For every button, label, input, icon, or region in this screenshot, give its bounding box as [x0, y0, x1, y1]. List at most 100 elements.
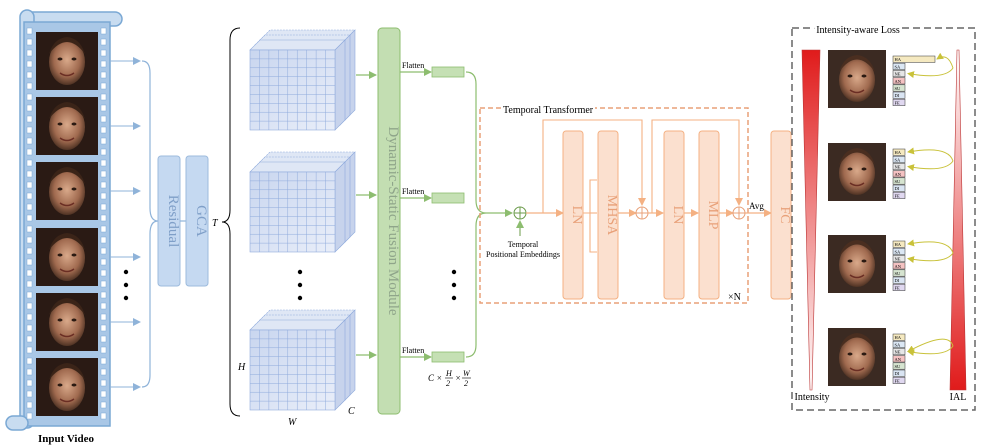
sprocket-hole — [100, 60, 107, 68]
sprocket-hole — [26, 60, 33, 68]
class-label: AN — [895, 172, 902, 177]
class-bar — [892, 184, 906, 192]
flatten-label: Flatten — [402, 346, 424, 355]
sprocket-hole — [26, 324, 33, 332]
sprocket-hole — [100, 247, 107, 255]
sprocket-hole — [26, 203, 33, 211]
sprocket-hole — [26, 93, 33, 101]
intensity-wedge — [801, 49, 821, 391]
sprocket-hole — [26, 302, 33, 310]
sprocket-hole — [100, 181, 107, 189]
class-label: FE — [895, 193, 901, 198]
sprocket-hole — [26, 247, 33, 255]
sprocket-hole — [100, 27, 107, 35]
class-bar — [892, 369, 906, 377]
class-label: DI — [895, 371, 900, 376]
sprocket-hole — [26, 159, 33, 167]
sprocket-hole — [26, 115, 33, 123]
class-label: AN — [895, 357, 902, 362]
intensity-loss-frame — [791, 27, 976, 411]
sprocket-holes — [26, 27, 107, 420]
video-frame — [36, 228, 98, 286]
sprocket-hole — [26, 104, 33, 112]
input-video-label: Input Video — [38, 433, 94, 445]
skip-connection-1 — [542, 119, 646, 213]
ln2-label: LN — [670, 206, 685, 225]
flatten-output: Flatten — [400, 187, 465, 204]
sprocket-hole — [100, 115, 107, 123]
sprocket-hole — [26, 291, 33, 299]
flatten-dims-h: H — [445, 369, 453, 378]
h-dimension-label: H — [237, 362, 246, 373]
sprocket-hole — [26, 390, 33, 398]
ial-arrow — [907, 67, 954, 78]
class-bar — [892, 55, 936, 63]
sprocket-hole — [100, 280, 107, 288]
class-bar — [892, 170, 906, 178]
class-label: DI — [895, 93, 900, 98]
video-frame — [36, 293, 98, 351]
sprocket-hole — [100, 258, 107, 266]
class-bar — [892, 283, 906, 291]
sprocket-hole — [100, 214, 107, 222]
class-bar — [892, 348, 906, 356]
mlp-block — [698, 130, 720, 300]
mlp-label: MLP — [705, 201, 720, 230]
flatten-label: Flatten — [402, 61, 424, 70]
temporal-transformer-title: Temporal Transformer — [503, 105, 594, 116]
mhsa-label: MHSA — [604, 195, 619, 236]
video-frame — [36, 358, 98, 416]
ln1-label: LN — [569, 206, 584, 225]
flatten-output: Flatten — [400, 61, 465, 78]
residual-label: Residual — [165, 195, 181, 248]
class-bar — [892, 269, 906, 277]
class-label: FE — [895, 285, 901, 290]
class-label: NE — [895, 72, 901, 77]
sprocket-hole — [26, 71, 33, 79]
w-dimension-label: W — [288, 417, 298, 428]
sprocket-hole — [100, 368, 107, 376]
class-label: SU — [895, 179, 902, 184]
sprocket-hole — [26, 181, 33, 189]
sprocket-hole — [26, 27, 33, 35]
class-bar — [892, 148, 906, 156]
flatten-dims-x: × — [455, 373, 461, 383]
class-bar — [892, 255, 906, 263]
temporal-transformer-frame — [479, 107, 749, 304]
feature-cube — [249, 151, 356, 253]
pos-embedding-line2: Positional Embeddings — [486, 250, 560, 259]
sprocket-hole — [100, 49, 107, 57]
sprocket-hole — [26, 412, 33, 420]
class-label: SA — [895, 157, 902, 162]
sprocket-hole — [100, 335, 107, 343]
class-label: HA — [895, 242, 902, 247]
class-label: SA — [895, 249, 902, 254]
ial-arrow — [936, 52, 954, 69]
class-label: NE — [895, 350, 901, 355]
sprocket-hole — [100, 412, 107, 420]
sprocket-hole — [100, 170, 107, 178]
t-dimension-label: T — [212, 218, 219, 229]
sprocket-hole — [26, 170, 33, 178]
class-label: FE — [895, 378, 901, 383]
sprocket-hole — [26, 368, 33, 376]
flatten-output: Flatten — [400, 346, 465, 363]
c-dimension-label: C — [348, 406, 355, 417]
sprocket-hole — [100, 401, 107, 409]
sprocket-hole — [100, 390, 107, 398]
sprocket-hole — [26, 401, 33, 409]
sprocket-hole — [26, 346, 33, 354]
flatten-token — [431, 66, 465, 78]
class-label: NE — [895, 257, 901, 262]
sprocket-hole — [100, 269, 107, 277]
sprocket-hole — [100, 203, 107, 211]
ial-arrow — [907, 160, 954, 171]
class-bar — [892, 62, 906, 70]
flatten-token — [431, 351, 465, 363]
avg-label: Avg — [749, 201, 764, 211]
ial-arrow — [907, 338, 954, 352]
